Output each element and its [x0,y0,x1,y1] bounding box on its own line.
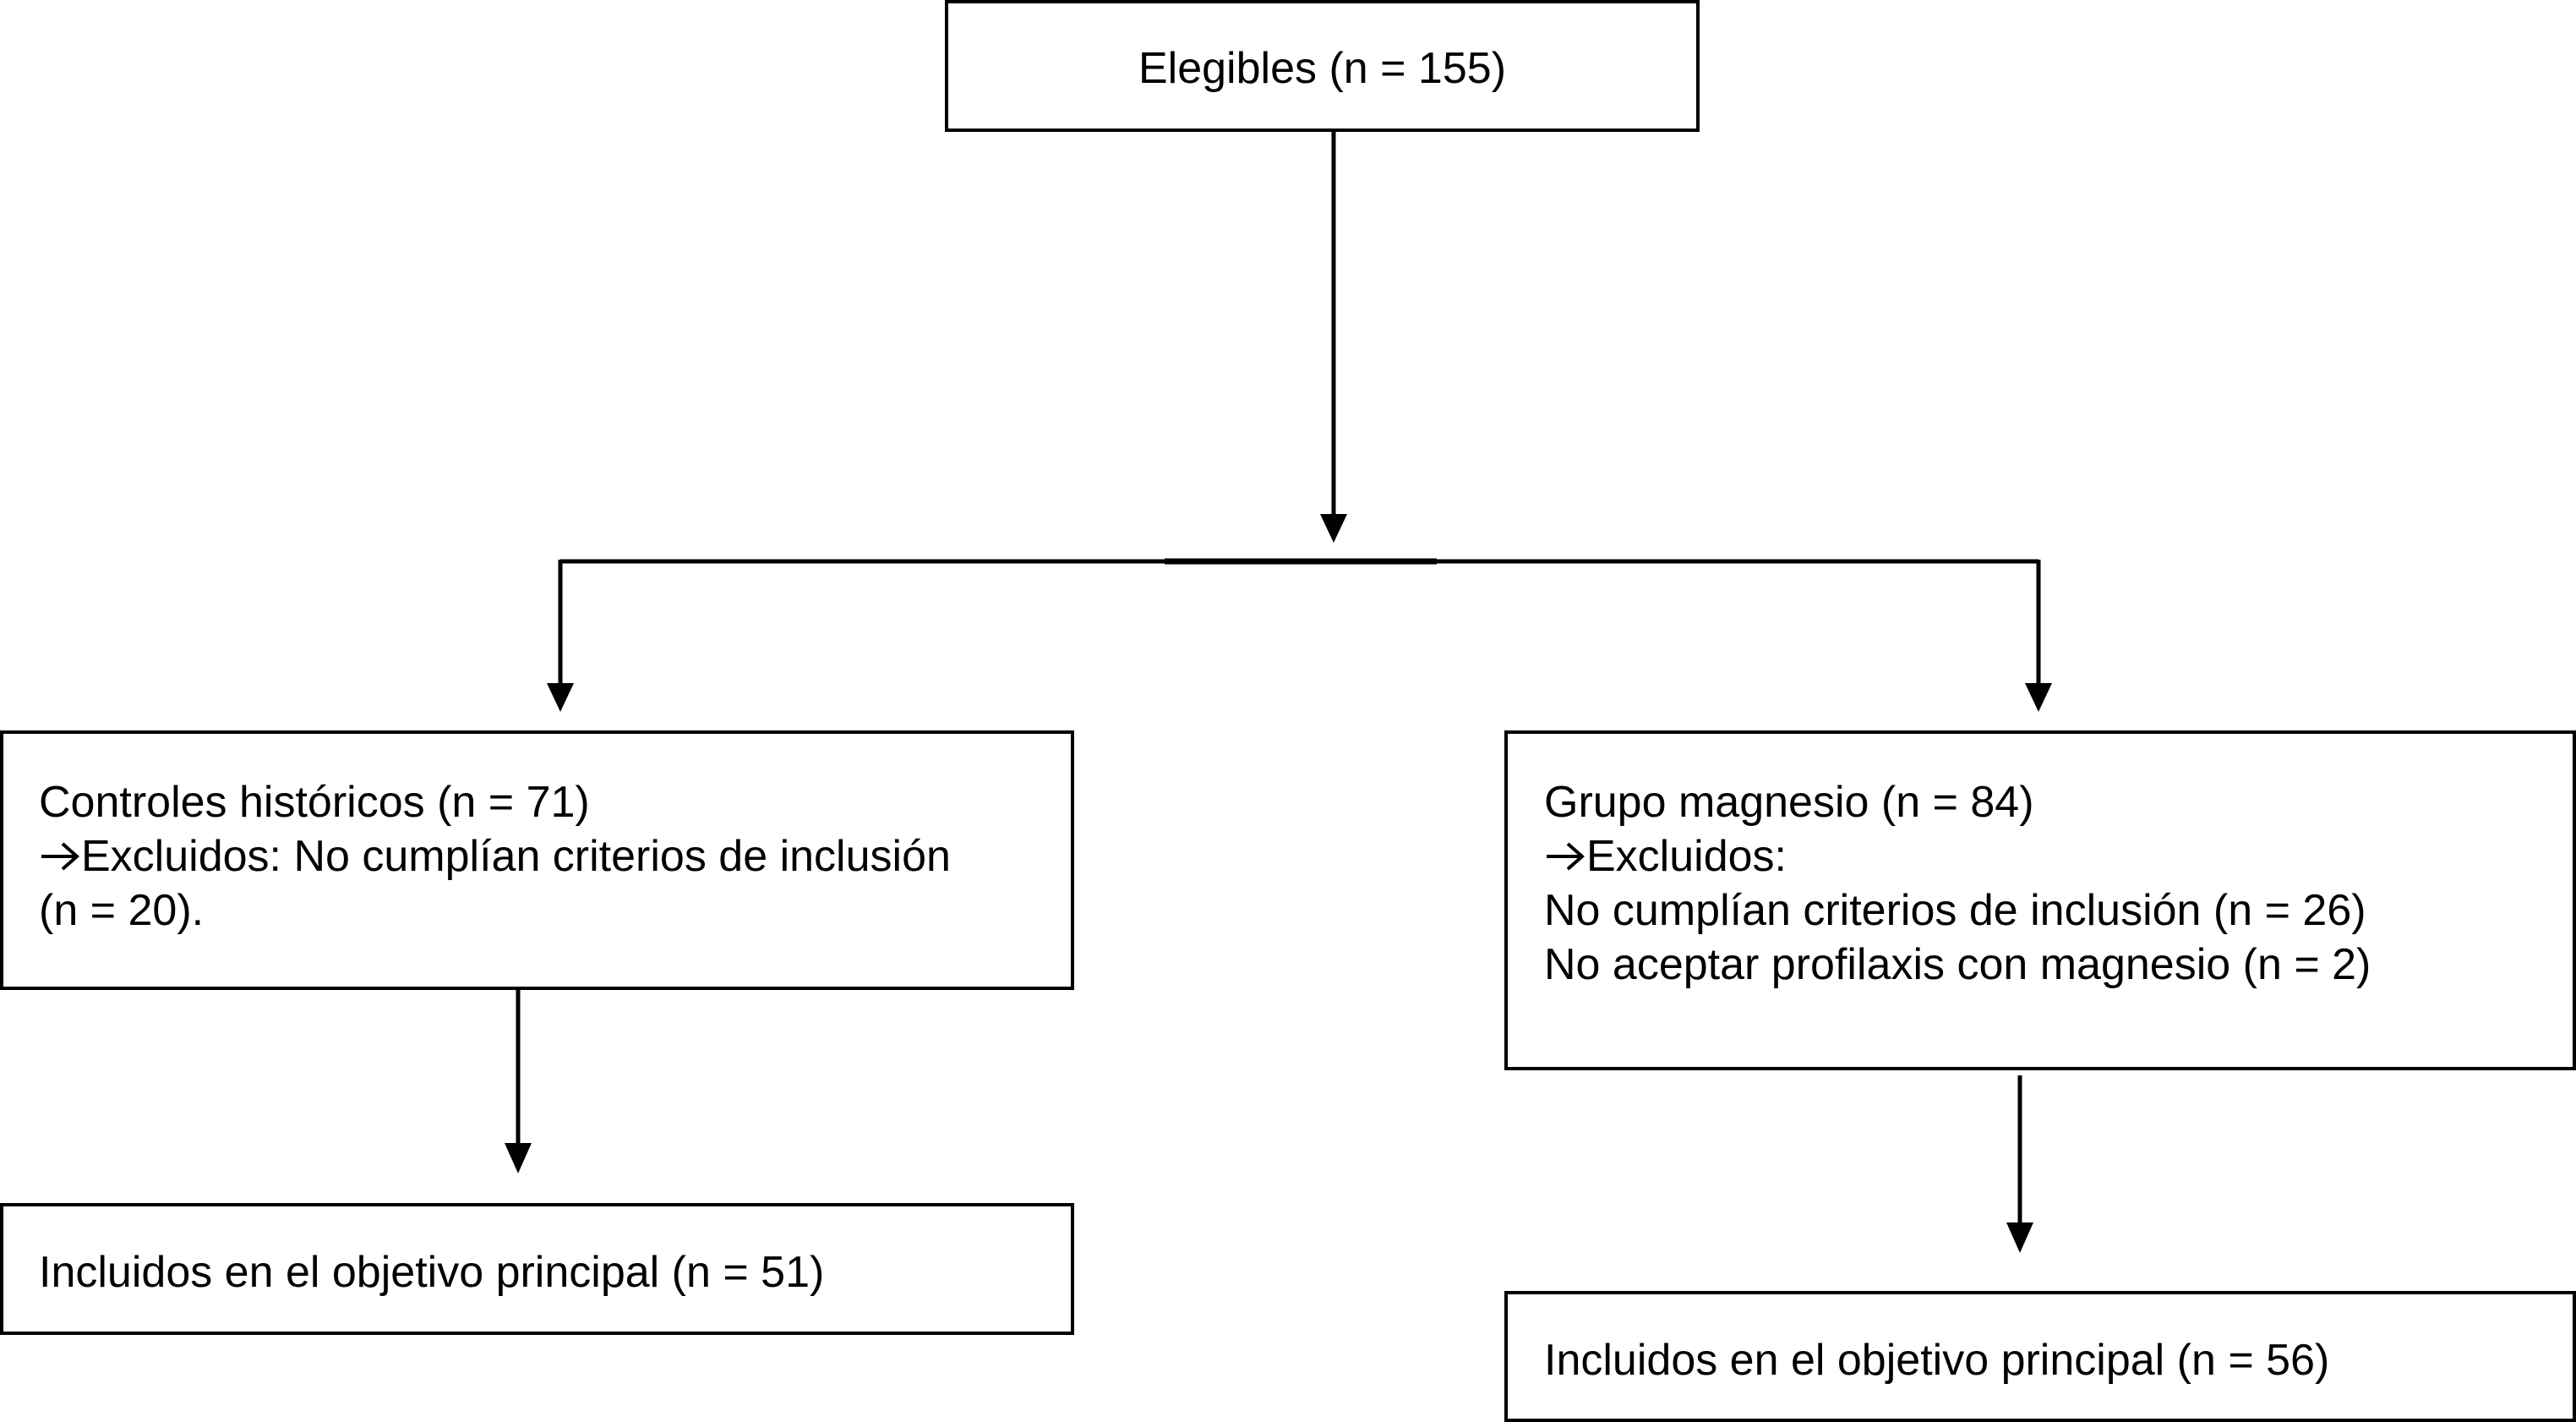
magnesium-group-reason-1: No cumplían criterios de inclusión (n = … [1544,886,2366,935]
eligibles-label: Elegibles (n = 155) [1138,44,1507,93]
connector-controls-to-included [505,990,532,1173]
connector-split-to-magnesium [2025,560,2052,712]
historical-controls-excluded-text: Excluidos: No cumplían criterios de incl… [81,832,951,881]
right-arrow-icon [1547,842,1585,871]
connector-magnesium-to-included [2006,1075,2033,1253]
right-arrow-icon [41,842,80,871]
included-magnesium-box: Incluidos en el objetivo principal (n = … [1504,1291,2576,1422]
included-magnesium-label: Incluidos en el objetivo principal (n = … [1544,1336,2330,1385]
connector-eligibles-to-split [1320,132,1347,543]
magnesium-group-excluded-label: Excluidos: [1586,832,1787,881]
magnesium-group-title: Grupo magnesio (n = 84) [1544,778,2034,827]
eligibles-box: Elegibles (n = 155) [945,0,1700,132]
connector-split-to-controls [547,560,574,712]
magnesium-group-reason-2: No aceptar profilaxis con magnesio (n = … [1544,940,2371,989]
included-controls-box: Incluidos en el objetivo principal (n = … [0,1203,1074,1335]
historical-controls-excluded-row: Excluidos: No cumplían criterios de incl… [39,834,951,878]
included-controls-label: Incluidos en el objetivo principal (n = … [39,1248,825,1297]
historical-controls-box: Controles históricos (n = 71) Excluidos:… [0,730,1074,990]
historical-controls-excluded-count: (n = 20). [39,886,205,935]
magnesium-group-excluded-row: Excluidos: [1544,834,1787,878]
historical-controls-title: Controles históricos (n = 71) [39,778,590,827]
magnesium-group-box: Grupo magnesio (n = 84) Excluidos: No cu… [1504,730,2576,1070]
